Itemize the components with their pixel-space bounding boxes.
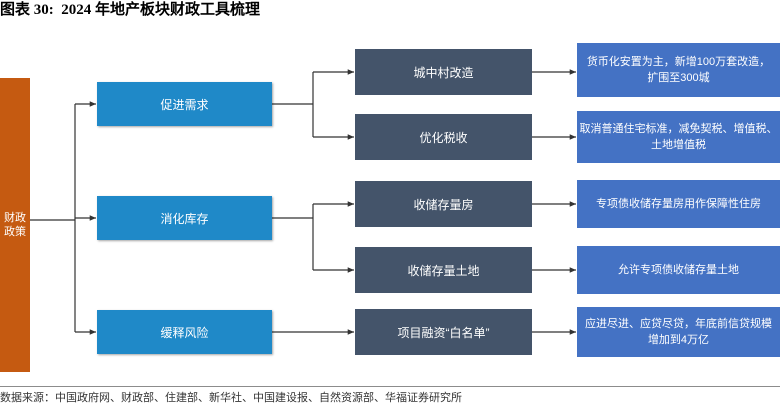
detail-line: 取消普通住宅标准，减免契税、增值税、 bbox=[579, 123, 778, 135]
root-label-line: 政策 bbox=[4, 226, 26, 238]
tool-label: 收储存量土地 bbox=[407, 263, 480, 278]
tool-box-whitelist-financing: 项目融资“白名单” bbox=[355, 309, 532, 355]
detail-line: 增加到4万亿 bbox=[647, 334, 710, 346]
tool-box-acquire-housing: 收储存量房 bbox=[355, 181, 532, 227]
detail-box-acquire-land: 允许专项债收储存量土地 bbox=[577, 246, 780, 294]
detail-line: 货币化安置为主，新增100万套改造， bbox=[586, 56, 771, 68]
detail-box-urban-village: 货币化安置为主，新增100万套改造， 扩围至300城 bbox=[577, 43, 780, 97]
tool-box-tax-optimization: 优化税收 bbox=[355, 114, 532, 160]
tool-label: 城中村改造 bbox=[413, 65, 474, 80]
tool-box-urban-village: 城中村改造 bbox=[355, 49, 532, 95]
branch-box-promote-demand: 促进需求 bbox=[97, 82, 272, 126]
root-label-line: 财政 bbox=[4, 212, 26, 224]
detail-line: 土地增值税 bbox=[651, 139, 706, 151]
detail-box-tax-optimization: 取消普通住宅标准，减免契税、增值税、 土地增值税 bbox=[577, 111, 780, 163]
root-box-fiscal-policy: 财政 政策 bbox=[0, 78, 30, 372]
detail-line: 应进尽进、应贷尽贷，年底前信贷规模 bbox=[585, 318, 772, 330]
branch-label: 消化库存 bbox=[160, 211, 209, 226]
tool-label: 项目融资“白名单” bbox=[397, 325, 490, 340]
detail-box-acquire-housing: 专项债收储存量房用作保障性住房 bbox=[577, 180, 780, 228]
source-note: 数据来源：中国政府网、财政部、住建部、新华社、中国建设报、自然资源部、华福证券研… bbox=[0, 392, 462, 404]
branch-label: 促进需求 bbox=[160, 97, 209, 112]
tool-label: 收储存量房 bbox=[413, 197, 474, 212]
detail-line: 允许专项债收储存量土地 bbox=[618, 264, 739, 276]
detail-line: 专项债收储存量房用作保障性住房 bbox=[596, 198, 761, 210]
detail-box-whitelist-financing: 应进尽进、应贷尽贷，年底前信贷规模 增加到4万亿 bbox=[577, 307, 780, 357]
tool-label: 优化税收 bbox=[419, 130, 468, 145]
detail-line: 扩围至300城 bbox=[647, 72, 710, 84]
footer-divider bbox=[0, 386, 780, 387]
branch-label: 缓释风险 bbox=[160, 325, 209, 340]
branch-box-destock: 消化库存 bbox=[97, 196, 272, 240]
tool-box-acquire-land: 收储存量土地 bbox=[355, 247, 532, 293]
branch-box-risk-relief: 缓释风险 bbox=[97, 310, 272, 354]
page-title: 图表 30: 2024 年地产板块财政工具梳理 bbox=[0, 2, 260, 18]
